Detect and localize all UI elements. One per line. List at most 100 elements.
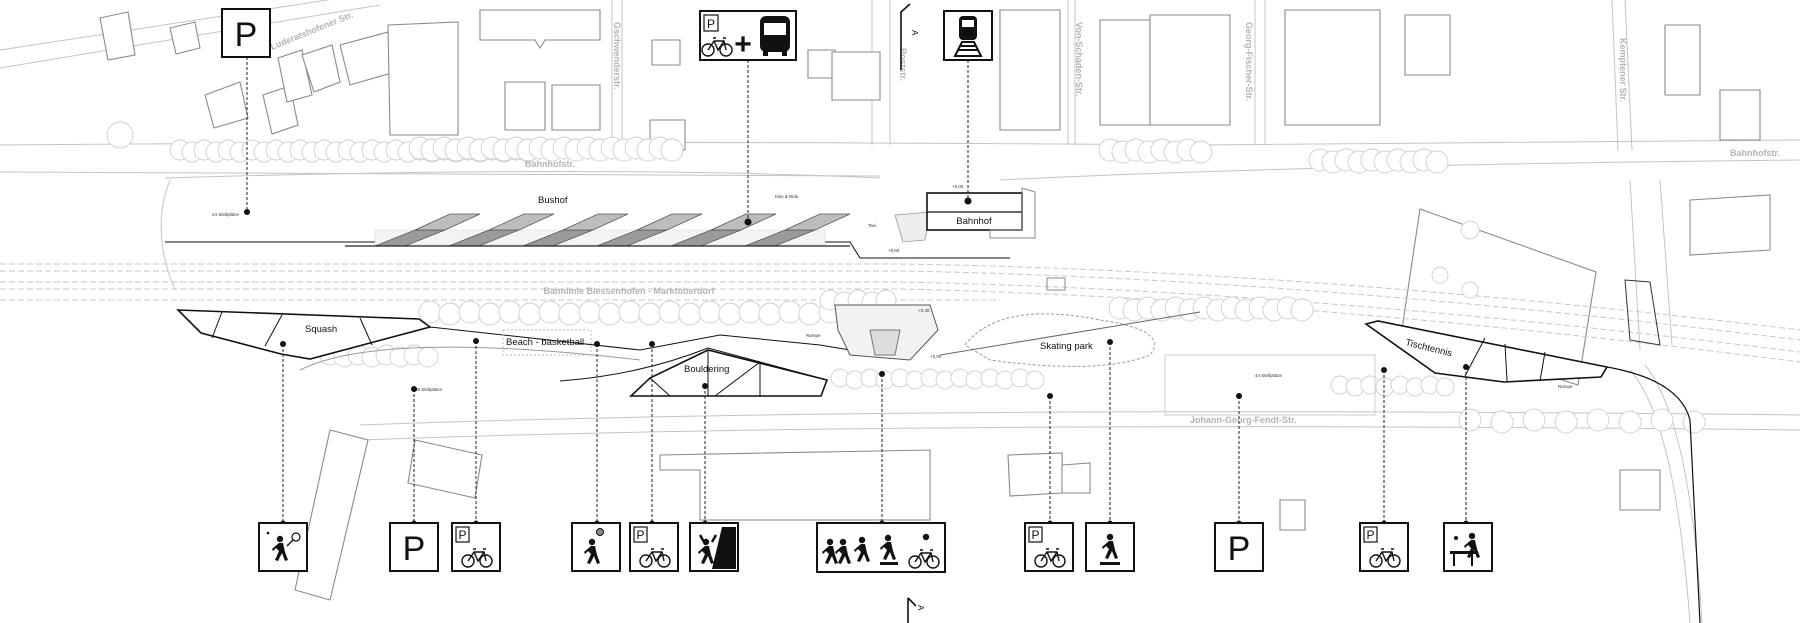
street-label: Johann-Georg-Fendt-Str. <box>1190 415 1297 425</box>
tree <box>1618 410 1642 434</box>
shelter-roof-panel <box>488 213 555 231</box>
skating-park-label: Skating park <box>1040 341 1093 352</box>
tree <box>678 302 702 326</box>
tree <box>698 300 722 324</box>
south-facilities: Squash 35 Stellplätze Beach - basketball… <box>175 279 1701 623</box>
squash-label: Squash <box>305 324 337 335</box>
tree <box>1650 408 1674 432</box>
tree <box>578 300 602 324</box>
tree <box>106 121 134 149</box>
street-label: Gschwenderstr. <box>612 22 622 90</box>
street-label: Poststr. <box>898 48 908 81</box>
section-marker-bottom: A <box>907 597 925 623</box>
parking-icon: P <box>1214 522 1264 572</box>
skateboard-icon <box>1085 522 1135 572</box>
tree <box>718 302 742 326</box>
tree <box>1682 410 1706 434</box>
street-label: Von-Schaden-Str. <box>1074 22 1084 96</box>
tree <box>538 300 562 324</box>
tree <box>1189 140 1213 164</box>
svg-text:P: P <box>1228 530 1251 568</box>
svg-text:A: A <box>916 605 925 611</box>
tree <box>418 300 442 324</box>
svg-text:P: P <box>1031 528 1039 542</box>
tree <box>1431 266 1449 284</box>
kiss-ride-label: Kiss & Ride <box>775 194 799 199</box>
tree <box>1554 410 1578 434</box>
tree <box>458 300 482 324</box>
squash-building <box>175 309 432 360</box>
tree <box>1461 281 1479 299</box>
bushof-label: Bushof <box>538 195 568 206</box>
tree <box>638 302 662 326</box>
parking-icon: P <box>221 8 271 58</box>
tree <box>1458 408 1482 432</box>
tree <box>778 300 802 324</box>
buildings-south <box>294 429 1661 601</box>
parking-24-label: 24 Stellplätze <box>212 212 240 217</box>
bouldering-label: Bouldering <box>684 364 729 375</box>
pedestrians-skate-bike-icon <box>816 522 946 573</box>
park-and-ride-bike-bus-icon: P + <box>699 10 797 61</box>
svg-text:+: + <box>734 28 752 61</box>
svg-text:P: P <box>636 528 644 542</box>
bouldering-icon <box>689 522 739 572</box>
bouldering-building <box>628 349 829 397</box>
elevation-label: +0,60 <box>888 248 900 253</box>
bus-shelter-roof <box>374 213 851 247</box>
bike-parking-icon: P <box>629 522 679 572</box>
squash-icon <box>258 522 308 572</box>
shelter-roof-panel <box>414 213 481 231</box>
svg-text:A: A <box>910 30 919 36</box>
tree <box>660 138 684 162</box>
street-label: Georg-Fischer-Str. <box>1244 22 1254 101</box>
tree <box>1435 377 1455 397</box>
svg-text:P: P <box>235 16 258 54</box>
tree <box>798 302 822 326</box>
bus-icon <box>760 16 790 56</box>
tree <box>478 302 502 326</box>
tree <box>1490 410 1514 434</box>
bahnhof-label: Bahnhof <box>956 216 992 227</box>
trees <box>106 121 1706 434</box>
svg-text:P: P <box>1366 528 1374 542</box>
svg-text:P: P <box>403 530 426 568</box>
shelter-roof-panel <box>562 213 629 231</box>
elevation-label: +0,40 <box>918 308 930 313</box>
street-label: Kemptener Str. <box>1618 38 1628 102</box>
rampe-label: Rampe <box>1558 384 1573 389</box>
svg-text:P: P <box>707 17 715 31</box>
tree <box>1025 370 1045 390</box>
leader-lines <box>244 57 1469 526</box>
bushof-area: Bushof 24 Stellplätze Kiss & Ride Taxi +… <box>165 184 1066 291</box>
shelter-roof-panel <box>784 213 851 231</box>
bike-parking-icon: P <box>1359 522 1409 572</box>
tree <box>758 302 782 326</box>
parking-35-label: 35 Stellplätze <box>415 387 443 392</box>
parking-icon: P <box>389 522 439 572</box>
table-tennis-icon <box>1443 522 1493 572</box>
elevation-label: +0,00 <box>930 354 942 359</box>
railway-label: Bahnlinie Biessenhofen - Marktoberdorf <box>543 286 715 296</box>
street-label: Bahnhofstr. <box>1730 148 1780 158</box>
tree <box>1460 220 1480 240</box>
street-labels: Luderatshofener Str. Gschwenderstr. Post… <box>269 10 1780 425</box>
street-label: Bahnhofstr. <box>525 159 575 169</box>
section-marker-top: A <box>900 3 919 70</box>
tree <box>738 300 762 324</box>
tree <box>417 346 439 368</box>
buildings-north <box>99 9 1771 386</box>
shelter-roof-panel <box>636 213 703 231</box>
tree <box>618 300 642 324</box>
tree <box>518 302 542 326</box>
tree <box>1425 150 1449 174</box>
tree <box>658 300 682 324</box>
bike-parking-icon: P <box>451 522 501 572</box>
taxi-label: Taxi <box>868 223 876 228</box>
rampe-label: Rampe <box>806 333 821 338</box>
train-icon <box>943 10 993 61</box>
tree <box>558 302 582 326</box>
svg-text:P: P <box>458 528 466 542</box>
tree <box>1522 408 1546 432</box>
beach-basketball-label: Beach - basketball <box>506 337 584 348</box>
